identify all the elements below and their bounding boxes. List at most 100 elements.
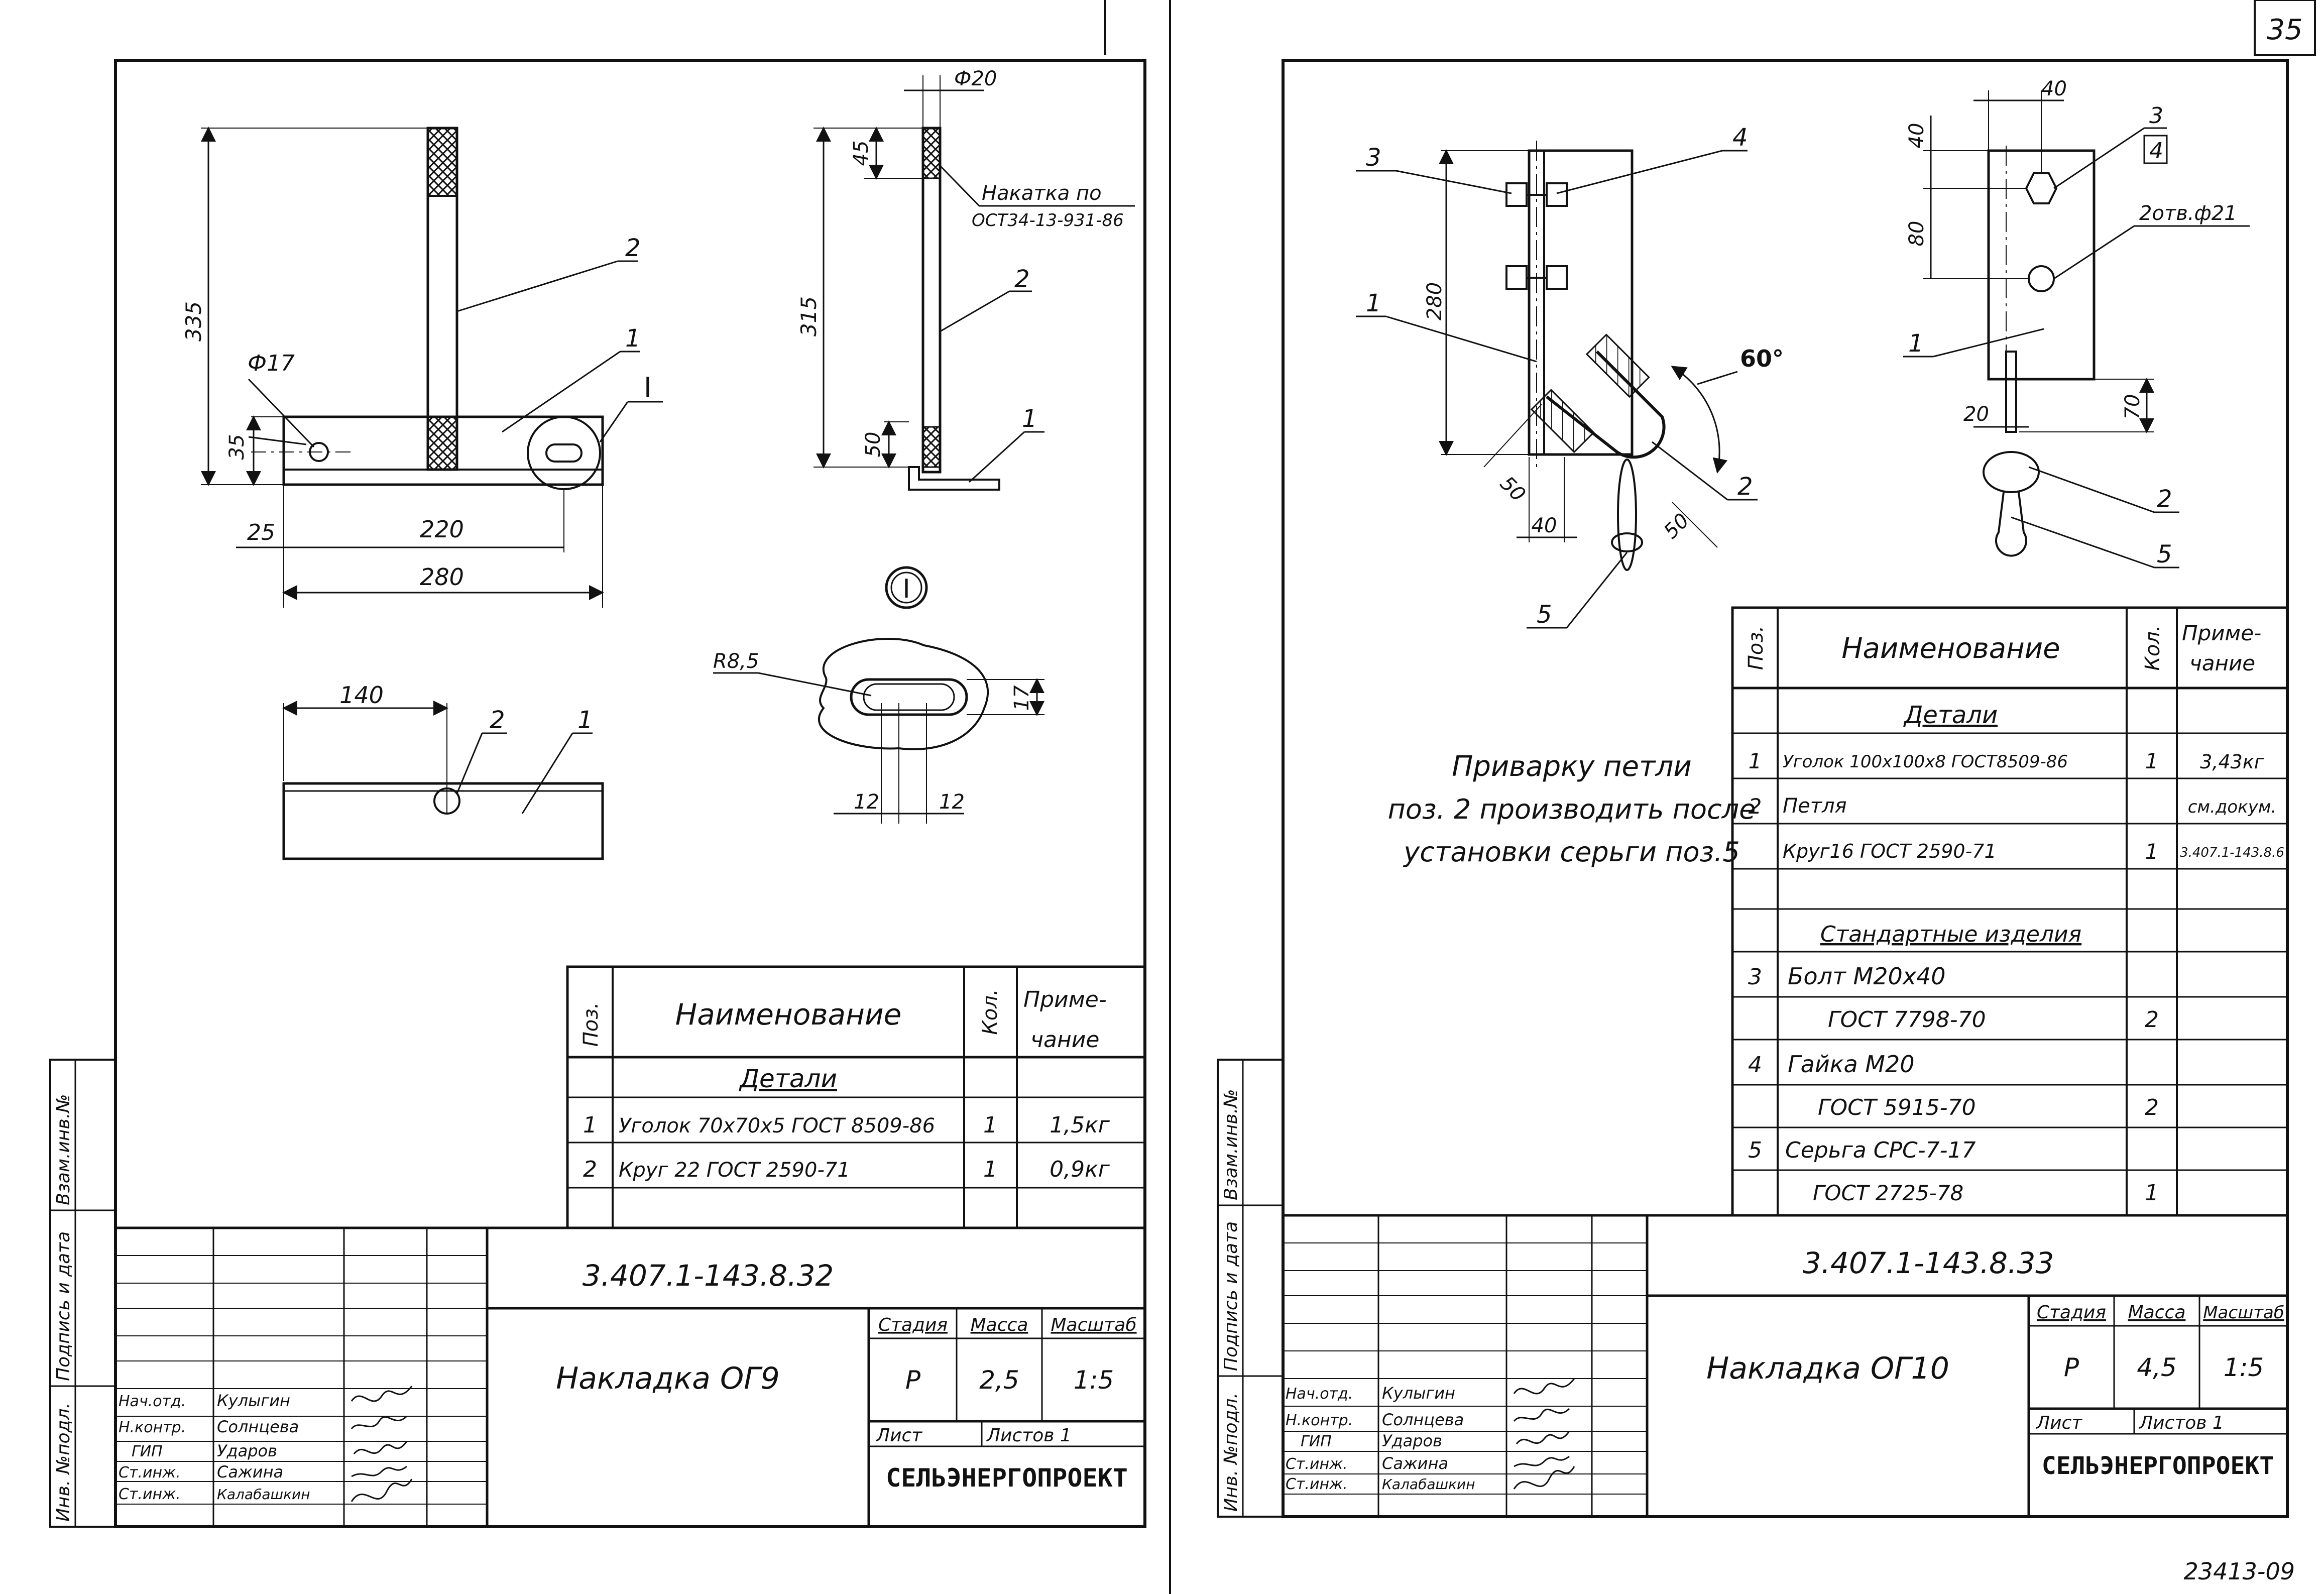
dim-280: 280 bbox=[420, 563, 464, 591]
right-pos-2a: 2 bbox=[1737, 473, 1753, 501]
right-side-stamp: Инв. №подл. Подпись и дата Взам.инв.№ bbox=[1217, 1059, 1284, 1518]
left-stage: Р bbox=[905, 1365, 921, 1395]
left-side-view: 315 45 50 Ф20 Накатка по ОСТ34-13-931-86… bbox=[796, 67, 1135, 491]
welding-note-3: установки серьги поз.5 bbox=[1403, 836, 1739, 868]
left-mass: 2,5 bbox=[979, 1365, 1019, 1395]
right-spec-r6-name: Гайка М20 bbox=[1788, 1051, 1915, 1078]
right-spec-r7-name: ГОСТ 5915-70 bbox=[1818, 1095, 1976, 1120]
left-spec-r2-qty: 1 bbox=[983, 1157, 997, 1182]
archive-number: 23413-09 bbox=[2184, 1558, 2295, 1585]
left-name-2: Солнцева bbox=[217, 1417, 299, 1436]
dim-r-20: 20 bbox=[1963, 403, 1989, 426]
right-spec-section2: Стандартные изделия bbox=[1820, 922, 2081, 947]
left-sheets-label: Листов 1 bbox=[986, 1425, 1072, 1446]
right-spec-header-note1: Приме- bbox=[2182, 621, 2261, 645]
dim-12a: 12 bbox=[854, 790, 879, 814]
sheet-divider bbox=[1104, 0, 1171, 1594]
bolt-lower bbox=[1505, 265, 1568, 290]
left-name-5: Калабашкин bbox=[217, 1486, 310, 1503]
right-side-view: 40 40 80 2отв.ф21 70 20 3 4 1 bbox=[1903, 77, 2250, 568]
dim-315: 315 bbox=[796, 296, 821, 336]
right-signatures bbox=[1513, 1378, 1575, 1490]
left-pos-2-main: 2 bbox=[625, 234, 641, 262]
welding-note-1: Приварку петли bbox=[1452, 750, 1692, 783]
right-spec-r3-qty: 1 bbox=[2145, 839, 2159, 864]
r-stamp-label-sign: Подпись и дата bbox=[1221, 1221, 1241, 1371]
left-pos-1-side: 1 bbox=[1022, 405, 1037, 433]
right-spec-r9-qty: 1 bbox=[2145, 1180, 2159, 1206]
right-spec-r2-note: см.докум. bbox=[2188, 797, 2277, 817]
left-name-3: Ударов bbox=[217, 1441, 277, 1460]
right-scale: 1:5 bbox=[2224, 1353, 2264, 1382]
left-pos-2-side: 2 bbox=[1014, 265, 1030, 293]
left-role-1: Нач.отд. bbox=[119, 1393, 186, 1410]
left-spec-section: Детали bbox=[739, 1064, 837, 1093]
left-title-block: 3.407.1-143.8.32 Накладка ОГ9 Стадия Мас… bbox=[114, 1226, 1146, 1528]
dim-dia20: Ф20 bbox=[954, 67, 997, 90]
right-spec-section1: Детали bbox=[1903, 701, 1998, 729]
dim-60deg: 60° bbox=[1740, 345, 1784, 372]
left-sheet-label: Лист bbox=[875, 1425, 922, 1446]
detail-callout: I bbox=[902, 574, 910, 604]
left-spec-r2-note: 0,9кг bbox=[1050, 1157, 1110, 1182]
right-pos-4b: 4 bbox=[2149, 138, 2163, 164]
left-stage-label: Стадия bbox=[878, 1315, 948, 1335]
left-spec-r1-pos: 1 bbox=[583, 1112, 597, 1138]
right-sheet-frame bbox=[1282, 59, 2289, 1518]
right-spec-r3-name: Круг16 ГОСТ 2590-71 bbox=[1783, 840, 1997, 862]
stamp-label-replace: Взам.инв.№ bbox=[53, 1094, 74, 1205]
right-doc-code: 3.407.1-143.8.33 bbox=[1803, 1246, 2054, 1280]
left-spec-r2-name: Круг 22 ГОСТ 2590-71 bbox=[619, 1159, 850, 1182]
left-pos-1-main: 1 bbox=[625, 324, 641, 353]
left-spec-r2-pos: 2 bbox=[583, 1157, 597, 1182]
dim-25: 25 bbox=[247, 520, 275, 545]
right-spec-header-name: Наименование bbox=[1841, 632, 2060, 665]
left-spec-r1-name: Уголок 70х70х5 ГОСТ 8509-86 bbox=[619, 1114, 935, 1137]
right-name-5: Калабашкин bbox=[1382, 1476, 1475, 1493]
left-signatures bbox=[351, 1386, 413, 1502]
left-scale: 1:5 bbox=[1074, 1365, 1114, 1395]
dim-r85: R8,5 bbox=[713, 650, 759, 673]
left-spec-header-name: Наименование bbox=[675, 997, 902, 1032]
r-stamp-label-inv: Инв. №подл. bbox=[1221, 1393, 1241, 1512]
dim-r-50b: 50 bbox=[1660, 509, 1694, 544]
right-spec-r4-pos: 3 bbox=[1748, 964, 1762, 990]
right-pos-3a: 3 bbox=[1366, 144, 1381, 172]
right-spec-r6-pos: 4 bbox=[1748, 1052, 1762, 1078]
dim-335: 335 bbox=[181, 301, 206, 341]
right-spec-r4-name: Болт М20х40 bbox=[1788, 963, 1946, 990]
dim-r-70: 70 bbox=[2121, 394, 2144, 420]
left-spec-r1-qty: 1 bbox=[983, 1112, 997, 1138]
section-mark: I bbox=[644, 372, 652, 403]
welded-loop bbox=[1530, 333, 1666, 571]
knurl-note-1: Накатка по bbox=[982, 182, 1102, 205]
dim-r-50a: 50 bbox=[1495, 472, 1530, 507]
right-spec-r1-qty: 1 bbox=[2145, 749, 2159, 773]
right-spec-header-note2: чание bbox=[2189, 651, 2255, 675]
left-pos-1-plan: 1 bbox=[577, 706, 593, 734]
dim-45: 45 bbox=[850, 141, 873, 166]
left-role-3: ГИП bbox=[132, 1443, 163, 1460]
right-title-block: 3.407.1-143.8.33 Накладка ОГ10 Стадия Ма… bbox=[1282, 1214, 2289, 1518]
right-spec-r3-note: 3.407.1-143.8.6 bbox=[2180, 845, 2284, 860]
left-spec-header-note1: Приме- bbox=[1023, 987, 1107, 1012]
welding-note-2: поз. 2 производить после bbox=[1388, 793, 1756, 825]
page-number: 35 bbox=[2267, 14, 2302, 46]
right-name-3: Ударов bbox=[1382, 1431, 1442, 1450]
right-pos-3b: 3 bbox=[2149, 103, 2163, 129]
right-spec-r1-pos: 1 bbox=[1749, 749, 1762, 773]
r-stamp-label-replace: Взам.инв.№ bbox=[1221, 1089, 1241, 1200]
left-mass-label: Масса bbox=[971, 1315, 1028, 1335]
right-pos-1b: 1 bbox=[1908, 329, 1924, 358]
dim-12b: 12 bbox=[939, 790, 965, 814]
dim-r-280: 280 bbox=[1423, 282, 1446, 320]
left-spec-header-note2: чание bbox=[1030, 1027, 1099, 1053]
right-pos-1a: 1 bbox=[1366, 289, 1381, 317]
right-spec-header-pos: Поз. bbox=[1745, 626, 1768, 670]
right-pos-5a: 5 bbox=[1537, 601, 1552, 629]
right-holes: 2отв.ф21 bbox=[2139, 202, 2237, 225]
right-sheet: Инв. №подл. Подпись и дата Взам.инв.№ bbox=[1217, 59, 2289, 1518]
right-stage: Р bbox=[2064, 1353, 2079, 1382]
right-sheet-label: Лист bbox=[2035, 1413, 2082, 1433]
